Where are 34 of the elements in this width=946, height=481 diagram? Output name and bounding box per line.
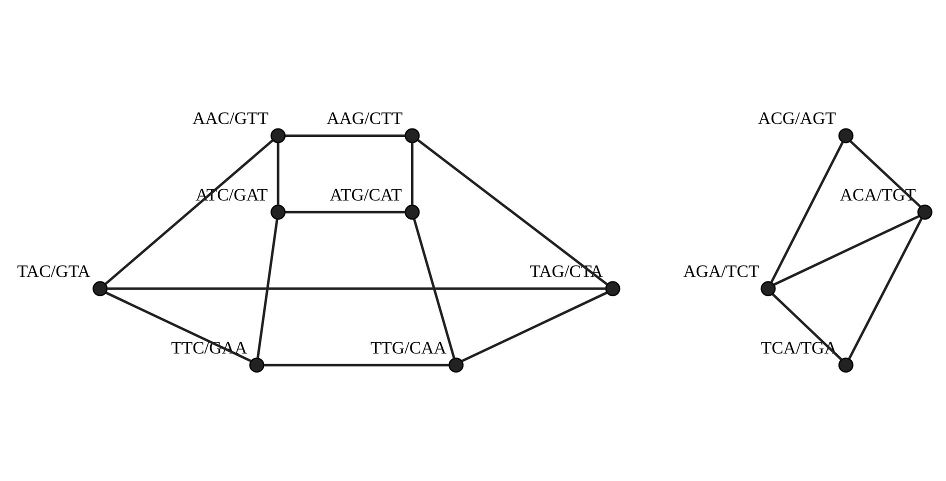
node-circle bbox=[270, 204, 286, 220]
node-circle bbox=[92, 280, 108, 296]
connector bbox=[417, 138, 608, 285]
node-circle bbox=[249, 357, 264, 372]
node-label: TTG/CAA bbox=[370, 336, 446, 357]
connector bbox=[410, 142, 414, 204]
node-circle bbox=[404, 128, 420, 143]
connector bbox=[106, 291, 252, 362]
connector bbox=[848, 217, 923, 359]
connector bbox=[276, 142, 280, 204]
connector bbox=[285, 210, 406, 213]
node-label: TAC/GTA bbox=[17, 260, 90, 280]
node-circle bbox=[404, 204, 420, 220]
node-circle bbox=[270, 128, 286, 143]
node-circle bbox=[760, 280, 776, 296]
connector bbox=[107, 286, 606, 290]
node-circle bbox=[448, 357, 464, 372]
connector bbox=[770, 140, 844, 282]
node-label: AAG/CTT bbox=[326, 108, 403, 128]
connector bbox=[256, 218, 278, 358]
node-circle bbox=[605, 280, 620, 296]
connector bbox=[774, 214, 920, 286]
node-label: AAC/GTT bbox=[192, 108, 268, 128]
connector bbox=[462, 291, 608, 362]
node-label: ATG/CAT bbox=[330, 184, 402, 204]
node-circle bbox=[917, 204, 932, 220]
node-label: ACG/AGT bbox=[758, 108, 836, 128]
connector bbox=[264, 363, 449, 366]
connector bbox=[285, 134, 406, 136]
connector bbox=[104, 139, 274, 284]
node-label: AGA/TCT bbox=[683, 260, 760, 280]
node-circle bbox=[838, 128, 854, 143]
connector bbox=[413, 218, 456, 358]
node-circle bbox=[838, 357, 854, 372]
